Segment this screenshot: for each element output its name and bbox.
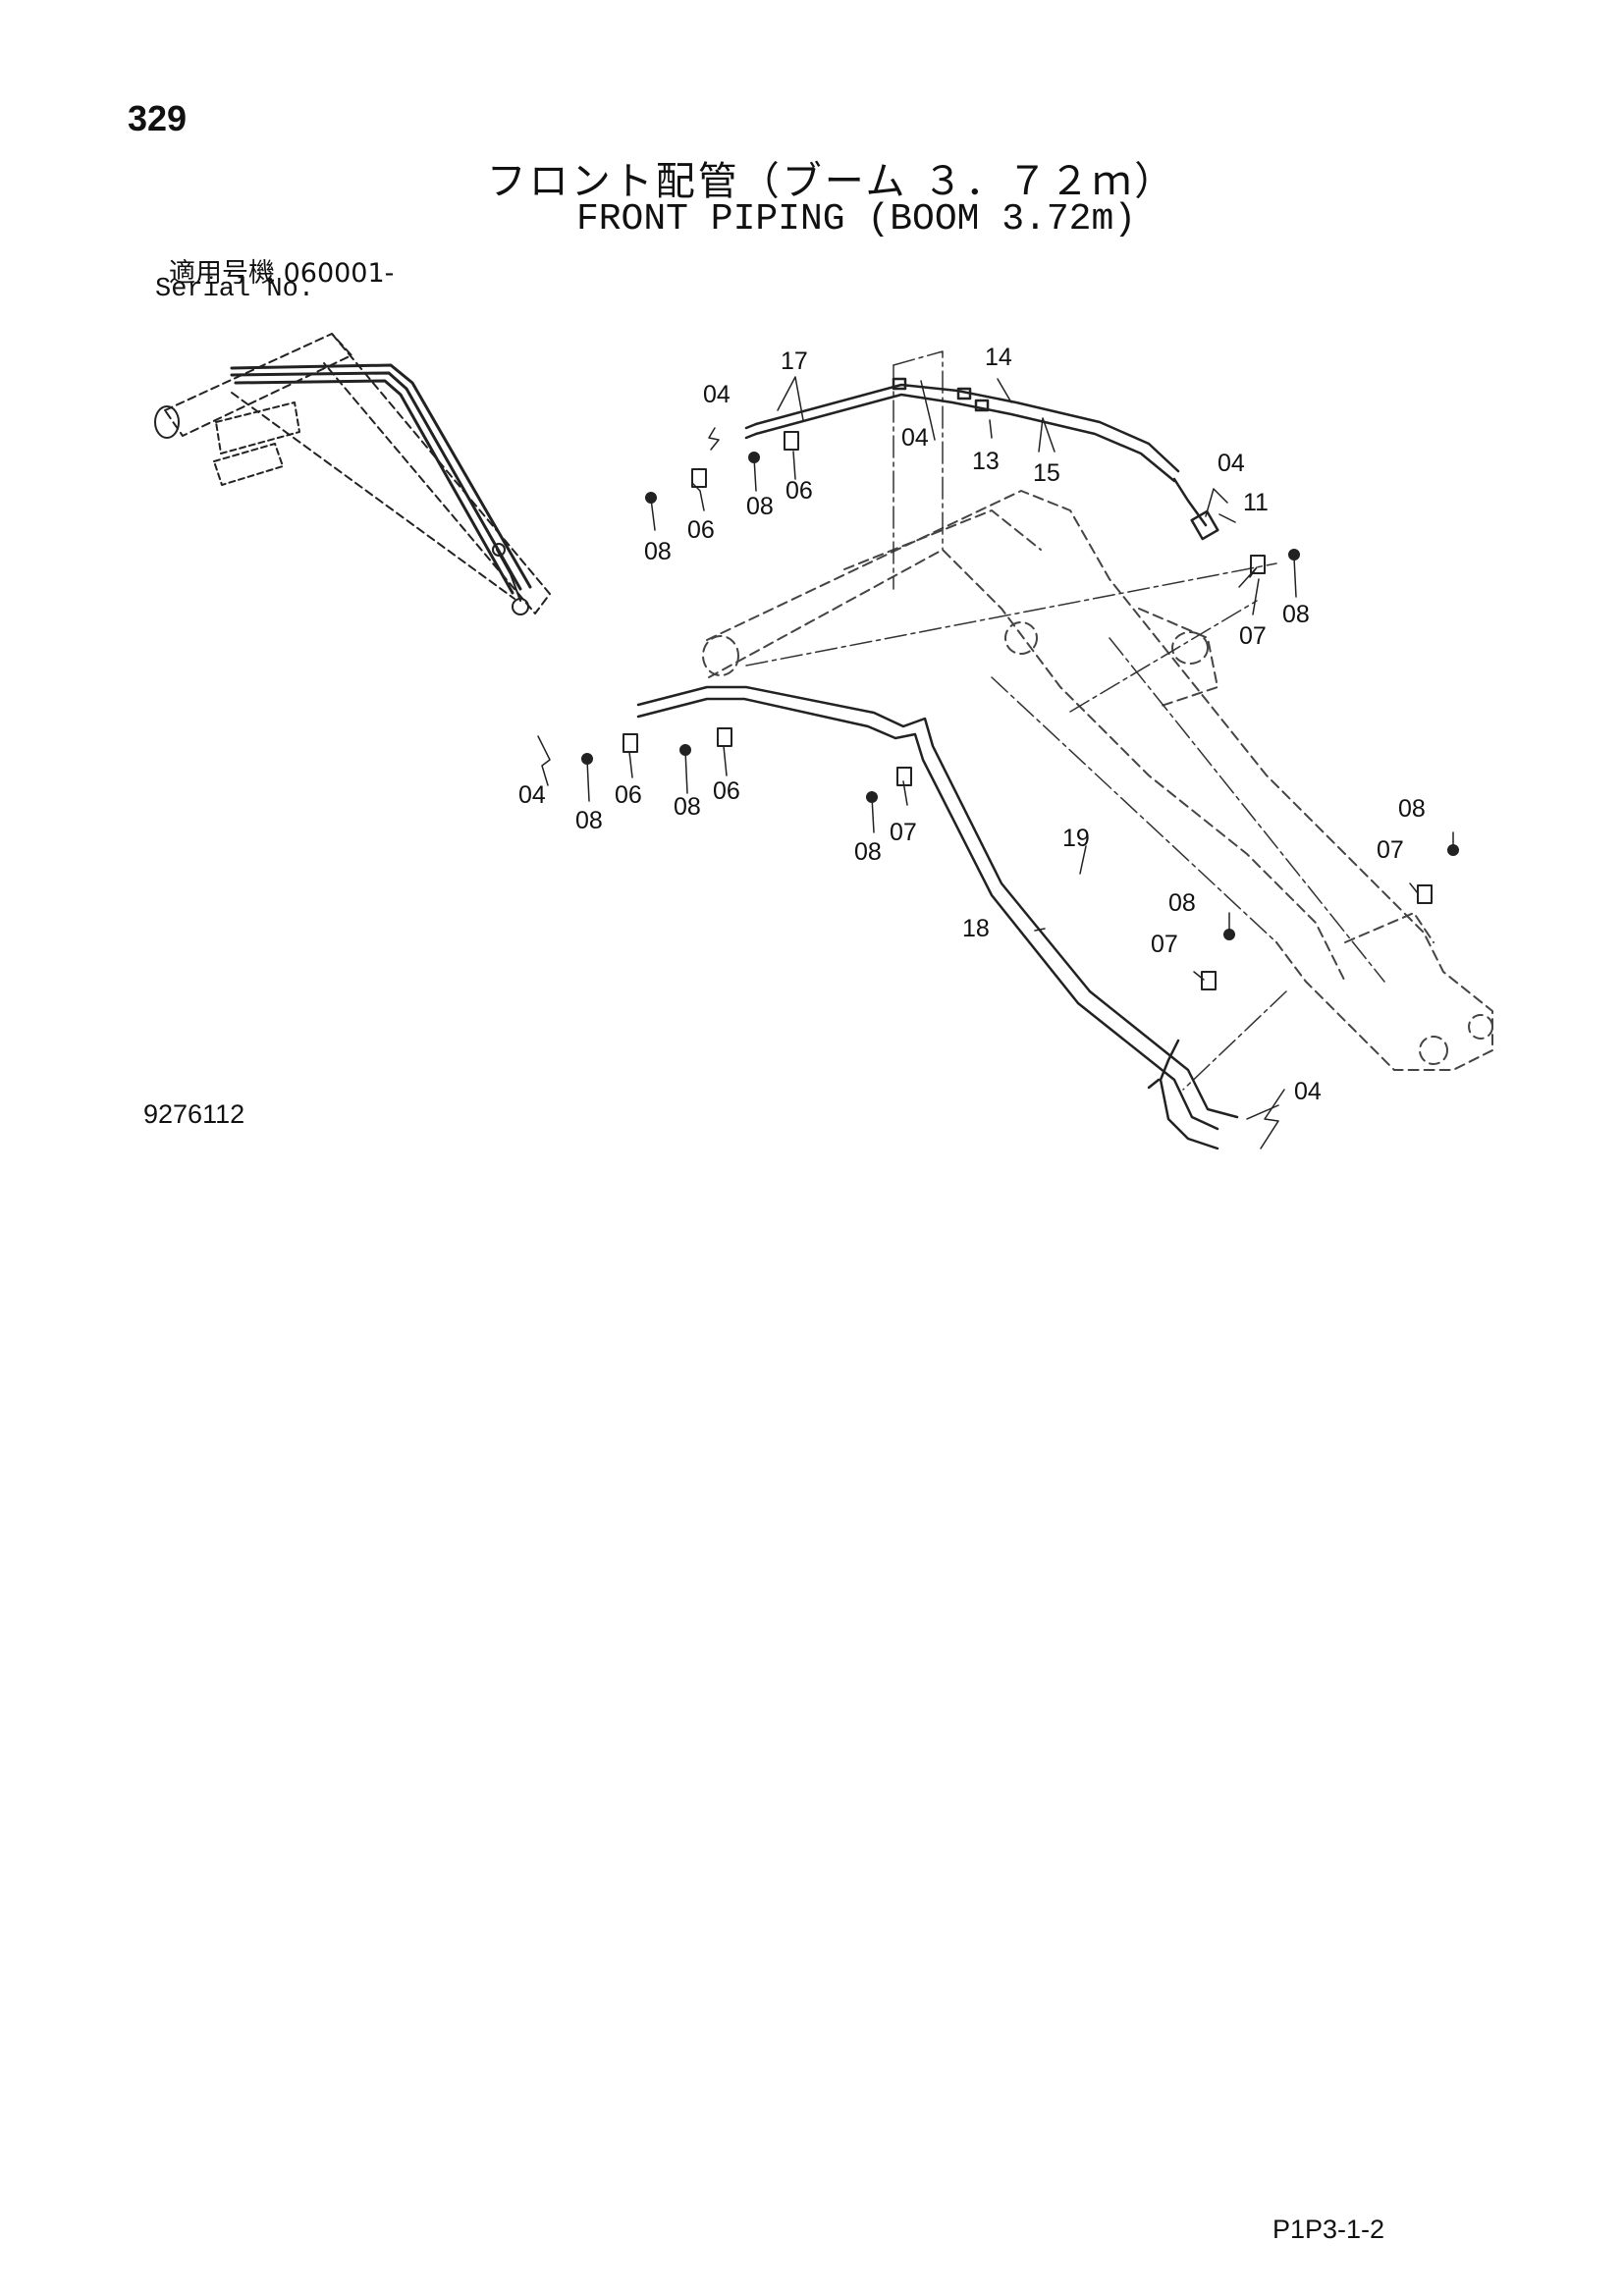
part-callout: 08 bbox=[1282, 601, 1310, 628]
part-callout: 04 bbox=[1294, 1078, 1322, 1105]
part-callout: 18 bbox=[962, 915, 990, 942]
part-callout: 07 bbox=[1151, 931, 1178, 958]
part-callout: 13 bbox=[972, 448, 1000, 475]
part-callout: 08 bbox=[575, 807, 603, 834]
part-callouts: 04 17 14 04 13 15 04 11 08 06 08 06 08 0… bbox=[518, 344, 1426, 1105]
page-code: P1P3-1-2 bbox=[1272, 2215, 1385, 2244]
serial-label-english: Serial No. bbox=[155, 275, 315, 304]
page-title-english: FRONT PIPING (BOOM 3.72m) bbox=[575, 198, 1137, 240]
upper-hose-assembly bbox=[744, 377, 1219, 541]
part-callout: 08 bbox=[1168, 889, 1196, 917]
part-callout: 07 bbox=[890, 819, 917, 846]
part-callout: 04 bbox=[518, 781, 546, 809]
part-callout: 08 bbox=[1398, 795, 1426, 823]
part-callout: 17 bbox=[781, 347, 808, 375]
part-callout: 15 bbox=[1033, 459, 1060, 487]
part-callout: 06 bbox=[785, 477, 813, 505]
boom-outline bbox=[702, 490, 1493, 1071]
overview-thumbnail bbox=[154, 333, 551, 615]
part-callout: 08 bbox=[674, 793, 701, 821]
part-callout: 06 bbox=[615, 781, 642, 809]
part-callout: 06 bbox=[687, 516, 715, 544]
part-callout: 04 bbox=[901, 424, 929, 452]
part-callout: 08 bbox=[746, 493, 774, 520]
page-number: 329 bbox=[128, 98, 188, 138]
serial-label-japanese: 適用号機 060001- bbox=[169, 258, 395, 289]
drawing-number: 9276112 bbox=[143, 1099, 245, 1129]
part-callout: 07 bbox=[1239, 622, 1267, 650]
part-callout: 08 bbox=[854, 838, 882, 866]
leader-lines bbox=[537, 376, 1454, 1149]
lower-pipe-assembly bbox=[636, 685, 1239, 1150]
part-callout: 11 bbox=[1243, 489, 1269, 516]
part-callout: 08 bbox=[644, 538, 672, 565]
part-callout: 19 bbox=[1062, 825, 1090, 852]
part-callout: 04 bbox=[703, 381, 731, 408]
part-callout: 07 bbox=[1377, 836, 1404, 864]
part-callout: 04 bbox=[1218, 450, 1245, 477]
part-callout: 06 bbox=[713, 777, 740, 805]
phantom-lines bbox=[745, 350, 1385, 1091]
part-callout: 14 bbox=[985, 344, 1012, 371]
page-title-japanese: フロント配管（ブーム ３．７２ｍ） bbox=[486, 159, 1177, 204]
